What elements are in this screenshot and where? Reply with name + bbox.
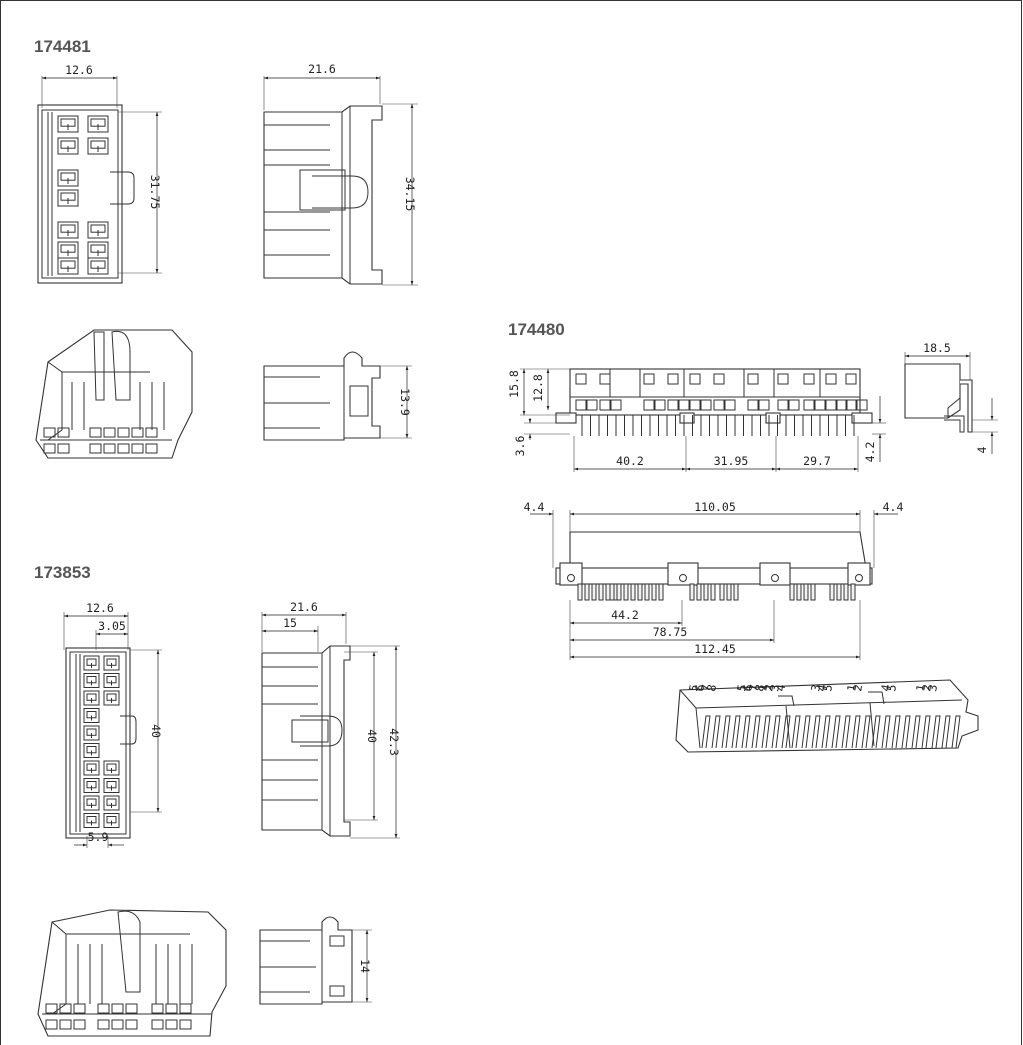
pin-number-label: 7 xyxy=(698,683,713,692)
pin-number-label: 5 xyxy=(734,683,749,692)
svg-text:3.05: 3.05 xyxy=(98,619,126,633)
pin-number-label: 6 xyxy=(740,683,755,692)
svg-text:40: 40 xyxy=(365,729,379,743)
pin-number-label: 1 xyxy=(755,683,770,692)
dimension-174481-side-width: 21.6 xyxy=(263,62,381,110)
pin-number-label: 8 xyxy=(752,683,767,692)
pin-number-label: 6 xyxy=(692,683,707,692)
pin-number-label: 1 xyxy=(913,683,928,692)
dimension-173853-bottom: 5.9 xyxy=(74,830,124,848)
dimension-174480-height-12-8: 12.8 xyxy=(531,369,550,410)
svg-text:15.8: 15.8 xyxy=(507,370,521,398)
svg-text:4: 4 xyxy=(975,446,989,453)
svg-text:21.6: 21.6 xyxy=(308,62,336,76)
connector-173853-side-view xyxy=(261,645,351,837)
svg-text:4.2: 4.2 xyxy=(863,442,877,463)
pin-number-label: 4 xyxy=(814,683,829,692)
dimension-174480-right-offset: 4.2 xyxy=(863,396,886,462)
pin-number-label: 2 xyxy=(919,683,934,692)
svg-text:31.75: 31.75 xyxy=(148,175,162,210)
dimension-174481-width: 12.6 xyxy=(41,63,118,108)
part-number-174481: 174481 xyxy=(34,37,91,56)
part-number-173853: 173853 xyxy=(34,563,91,582)
svg-text:42.3: 42.3 xyxy=(387,728,401,756)
connector-174480-bottom-view xyxy=(555,531,873,601)
svg-text:44.2: 44.2 xyxy=(611,608,639,622)
connector-174480-side-view xyxy=(904,363,973,433)
svg-text:78.75: 78.75 xyxy=(653,625,688,639)
dimension-173853-width: 12.6 3.05 xyxy=(63,601,129,650)
part-number-174480: 174480 xyxy=(508,320,565,339)
pin-number-label: 1 xyxy=(844,683,859,692)
svg-text:4.4: 4.4 xyxy=(883,500,904,514)
svg-text:4.4: 4.4 xyxy=(524,500,545,514)
dimension-174480-spacing: 40.2 31.95 29.7 xyxy=(573,436,859,472)
svg-text:12.6: 12.6 xyxy=(86,601,114,615)
svg-text:34.15: 34.15 xyxy=(403,177,417,212)
svg-text:40: 40 xyxy=(149,724,163,738)
dimension-174480-pin-length: 3.6 xyxy=(513,418,570,456)
pin-number-label: 8 xyxy=(704,683,719,692)
pin-number-label: 7 xyxy=(746,683,761,692)
pin-number-label: 4 xyxy=(773,683,788,692)
dimension-174480-side-width: 18.5 xyxy=(904,341,971,380)
dimension-174481-height: 31.75 xyxy=(118,111,162,274)
pin-number-label: 3 xyxy=(925,683,940,692)
dimension-174480-top-span: 4.4 110.05 4.4 xyxy=(524,500,904,568)
dimension-174481-side-height: 34.15 xyxy=(382,103,418,286)
svg-text:31.95: 31.95 xyxy=(714,454,749,468)
svg-text:14: 14 xyxy=(358,959,372,973)
svg-text:21.6: 21.6 xyxy=(290,600,318,614)
svg-text:112.45: 112.45 xyxy=(694,642,736,656)
connector-173853-front-view xyxy=(65,647,137,839)
pin-number-label: 3 xyxy=(808,683,823,692)
pin-number-label: 5 xyxy=(686,683,701,692)
connector-174481-side-view xyxy=(263,105,383,285)
dimension-174481-top-height: 13.9 xyxy=(380,365,412,439)
svg-text:5.9: 5.9 xyxy=(88,830,109,844)
connector-173853-top-view xyxy=(259,916,353,1005)
pin-number-label: 5 xyxy=(820,683,835,692)
dimension-173853-side-width: 21.6 15 xyxy=(261,600,347,652)
svg-text:13.9: 13.9 xyxy=(398,388,412,416)
pin-number-label: 5 xyxy=(884,683,899,692)
pin-number-label: 2 xyxy=(850,683,865,692)
connector-174480-front-view xyxy=(555,368,873,436)
pin-number-label: 3 xyxy=(767,683,782,692)
connector-174481-top-view xyxy=(263,351,381,441)
svg-text:3.6: 3.6 xyxy=(513,436,527,457)
svg-text:18.5: 18.5 xyxy=(923,341,951,355)
dimension-174480-height-15-8: 15.8 xyxy=(507,368,570,416)
dimension-173853-side-height: 40 42.3 xyxy=(344,645,401,839)
svg-text:15: 15 xyxy=(283,616,297,630)
dimension-173853-top-height: 14 xyxy=(352,929,372,1003)
svg-text:12.6: 12.6 xyxy=(65,63,93,77)
connector-174481-isometric-view xyxy=(35,329,193,459)
svg-text:110.05: 110.05 xyxy=(694,500,736,514)
dimension-173853-height: 40 xyxy=(130,649,163,813)
pin-number-label: 2 xyxy=(761,683,776,692)
dimension-174480-side-pin: 4 xyxy=(972,398,998,454)
svg-text:40.2: 40.2 xyxy=(616,454,644,468)
connector-173853-isometric-view xyxy=(37,909,227,1037)
dimension-174480-pin-positions: 44.2 78.75 112.45 xyxy=(569,600,861,660)
svg-text:29.7: 29.7 xyxy=(803,454,831,468)
svg-text:12.8: 12.8 xyxy=(531,374,545,402)
connector-174481-front-view xyxy=(37,104,135,284)
pin-number-label: 4 xyxy=(878,683,893,692)
